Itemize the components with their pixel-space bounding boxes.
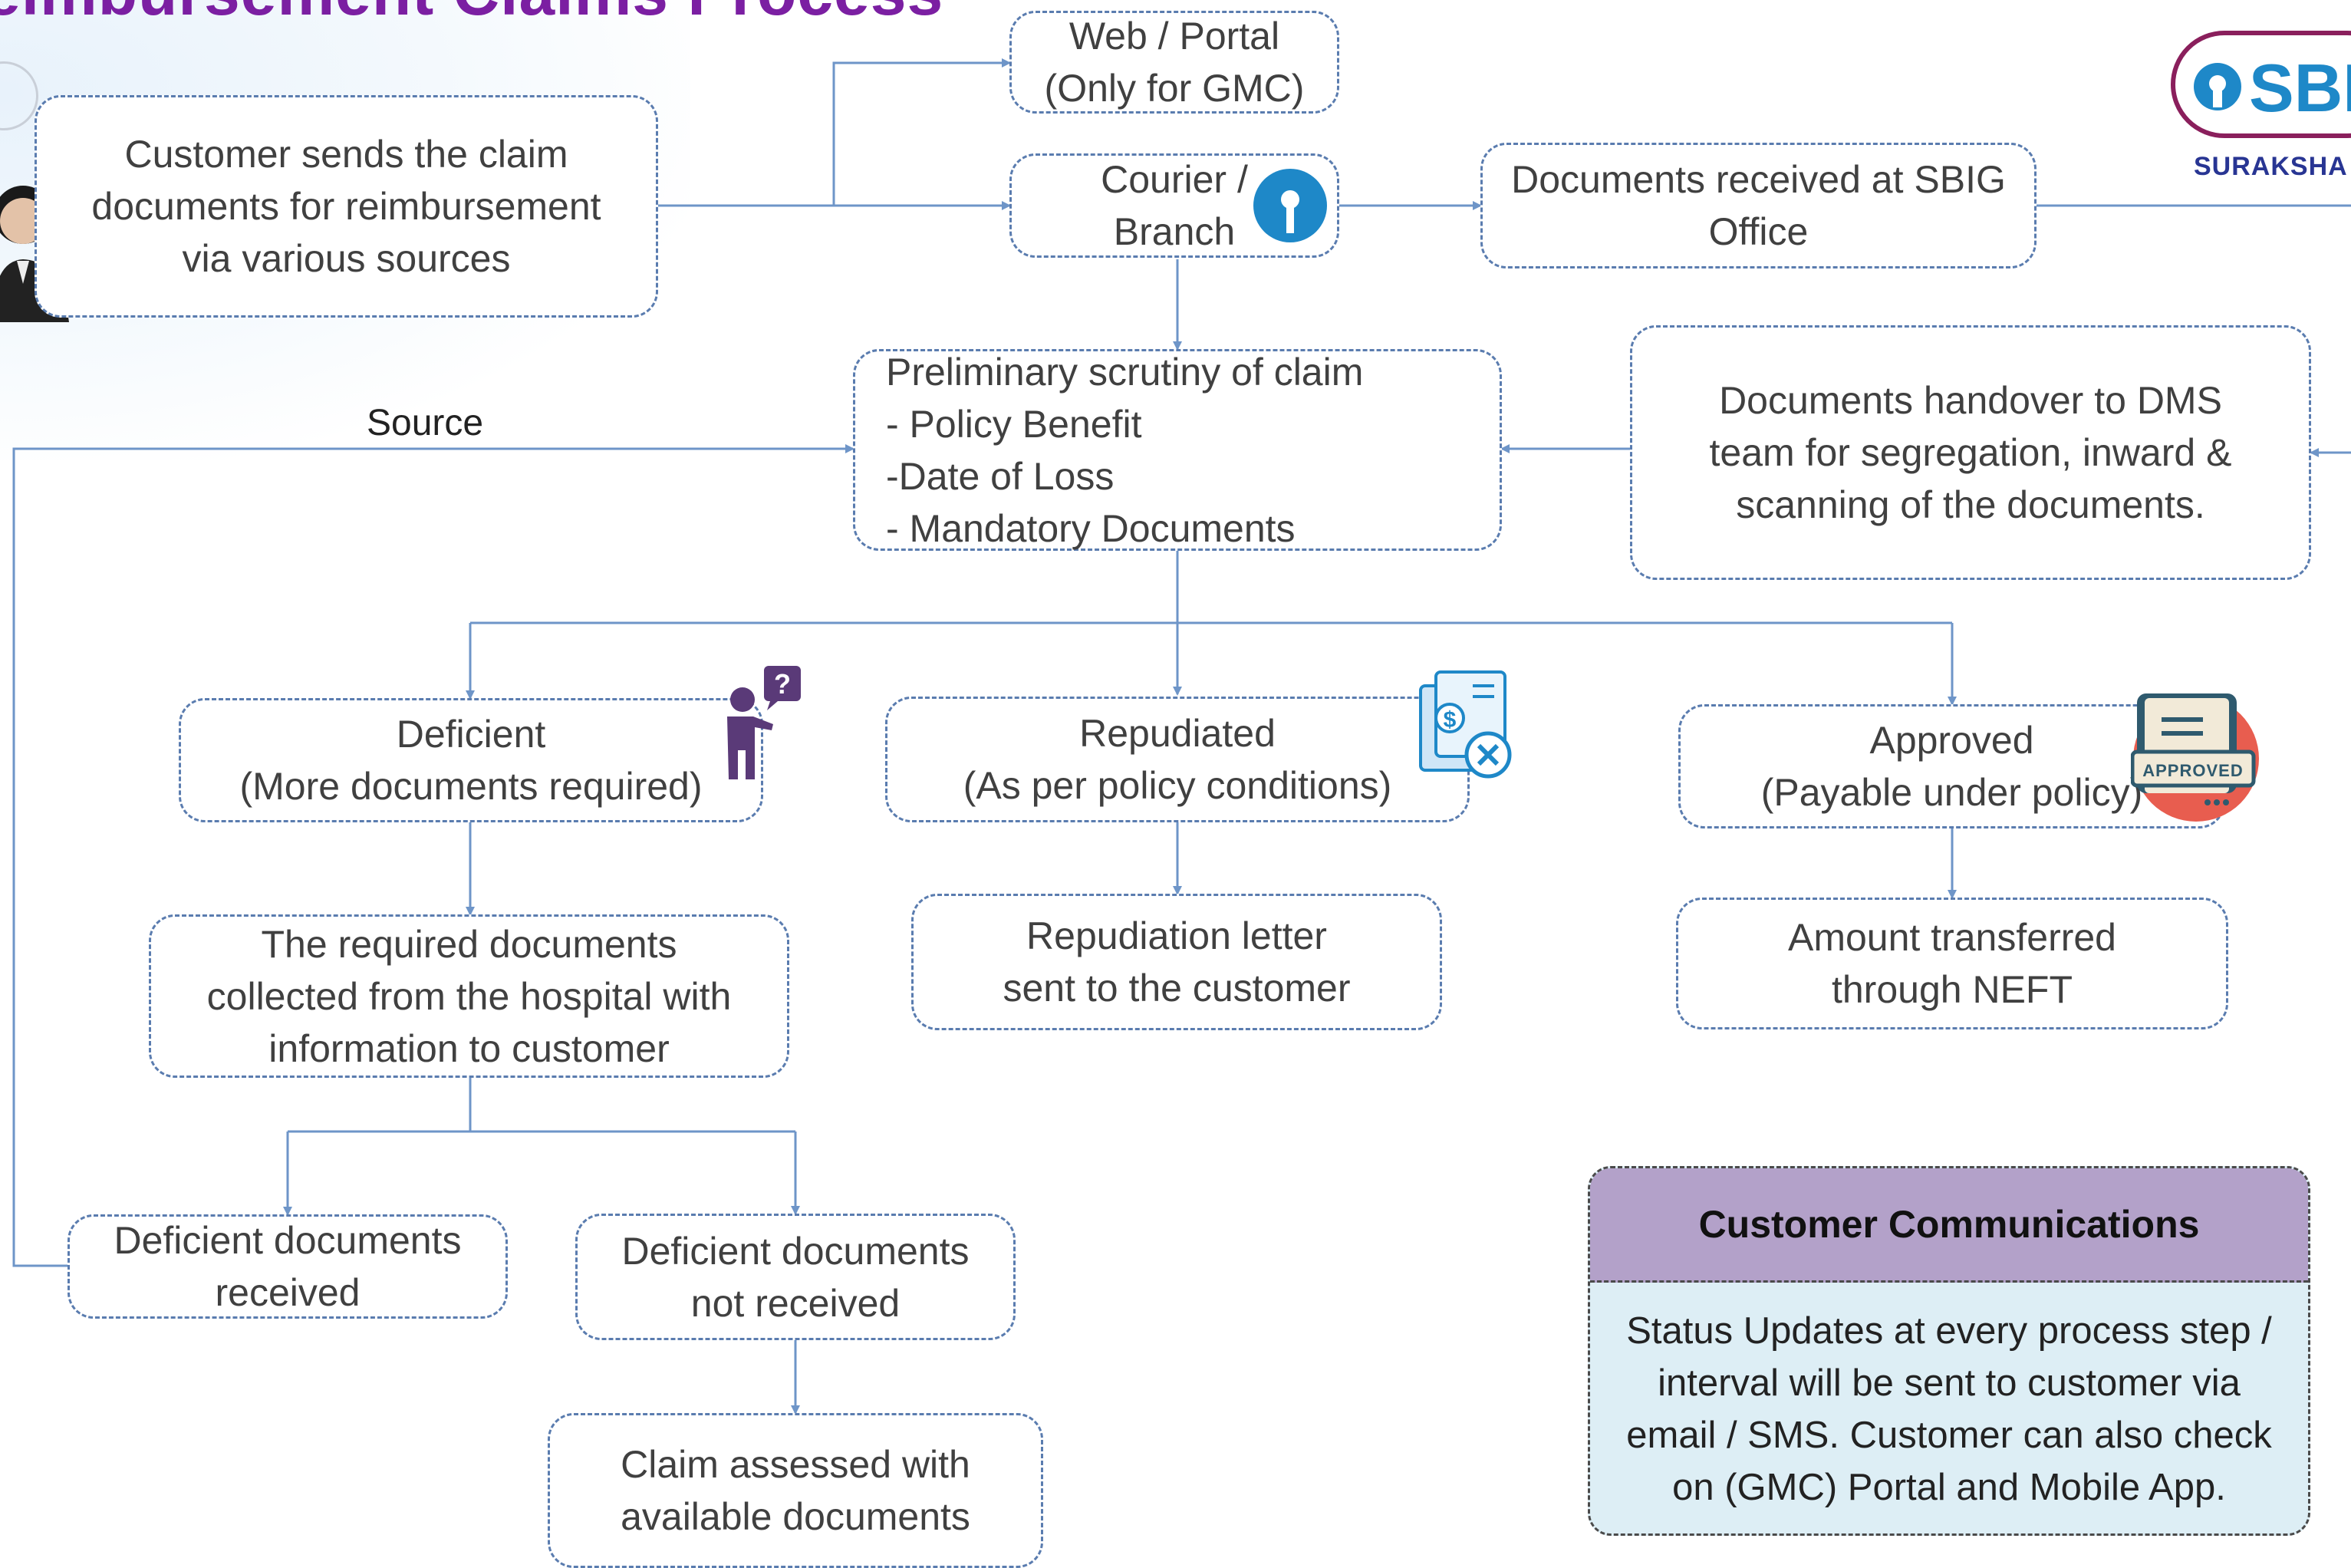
sbi-keyhole-icon	[1253, 169, 1327, 242]
node-text: collected from the hospital with	[206, 974, 732, 1018]
communications-body: Status Updates at every process step / i…	[1590, 1283, 2308, 1533]
node-text: through NEFT	[1831, 968, 2073, 1011]
node-text: Web / Portal	[1068, 15, 1280, 58]
communications-header: Customer Communications	[1590, 1168, 2308, 1283]
connector-source-loop	[12, 444, 854, 1267]
node-text: scanning of the documents.	[1736, 483, 2205, 526]
node-text: Repudiated	[1079, 712, 1276, 755]
node-text: Preliminary scrutiny of claim	[886, 350, 1364, 394]
person-question-icon: ?	[727, 666, 801, 779]
node-text: Courier /	[1101, 158, 1248, 201]
node-deficient-not-received: Deficient documents not received	[575, 1214, 1016, 1340]
node-text: (More documents required)	[239, 765, 703, 808]
node-text: sent to the customer	[1003, 967, 1351, 1010]
approved-stamp-text: APPROVED	[2142, 761, 2244, 780]
node-text: Claim assessed with	[621, 1443, 970, 1486]
communications-line: interval will be sent to customer via	[1658, 1362, 2241, 1404]
sbi-logo: SBI SURAKSHA	[2171, 31, 2351, 181]
approved-stamp-graphic	[2131, 693, 2259, 822]
communications-line: email / SMS. Customer can also check	[1626, 1415, 2272, 1456]
node-text: documents for reimbursement	[91, 185, 601, 228]
source-label: Source	[367, 403, 484, 443]
node-dms-handover: Documents handover to DMS team for segre…	[1630, 325, 2311, 580]
node-text: team for segregation, inward &	[1709, 431, 2232, 474]
node-text: The required documents	[261, 922, 677, 966]
node-text: - Mandatory Documents	[886, 506, 1296, 550]
node-text: via various sources	[182, 237, 511, 280]
svg-text:$: $	[1444, 707, 1457, 733]
node-text: Branch	[1113, 210, 1236, 253]
node-customer-sends: Customer sends the claim documents for r…	[35, 95, 658, 318]
node-text: information to customer	[268, 1026, 670, 1070]
node-amount-transferred: Amount transferred through NEFT	[1676, 898, 2228, 1029]
node-preliminary-scrutiny: Preliminary scrutiny of claim - Policy B…	[853, 349, 1502, 551]
node-deficient: Deficient (More documents required)	[179, 698, 763, 822]
node-text: Office	[1708, 210, 1809, 253]
customer-communications-panel: Customer Communications Status Updates a…	[1588, 1166, 2310, 1536]
node-claim-assessed: Claim assessed with available documents	[548, 1413, 1043, 1568]
node-text: -Date of Loss	[886, 454, 1115, 498]
node-text: Deficient documents	[114, 1219, 462, 1262]
communications-line: on (GMC) Portal and Mobile App.	[1672, 1467, 2226, 1508]
node-repudiation-letter: Repudiation letter sent to the customer	[911, 894, 1442, 1030]
node-text: (As per policy conditions)	[963, 764, 1392, 807]
node-text: received	[215, 1271, 361, 1314]
communications-line: Status Updates at every process step /	[1626, 1310, 2272, 1352]
node-text: Documents handover to DMS	[1719, 379, 2222, 422]
logo-pill	[2171, 31, 2351, 138]
node-text: Approved	[1869, 719, 2034, 762]
node-text: (Only for GMC)	[1044, 67, 1305, 110]
node-text: (Payable under policy)	[1760, 771, 2143, 814]
logo-brand: SBI	[2249, 50, 2351, 126]
node-text: - Policy Benefit	[886, 402, 1142, 446]
node-text: Documents received at SBIG	[1511, 158, 2006, 201]
connector-to-web	[832, 58, 1011, 206]
node-text: Repudiation letter	[1026, 914, 1327, 957]
node-text: Customer sends the claim	[124, 133, 568, 176]
node-text: Deficient	[396, 713, 546, 756]
node-deficient-received: Deficient documents received	[68, 1214, 508, 1319]
node-repudiated: Repudiated (As per policy conditions)	[885, 697, 1470, 822]
node-text: not received	[690, 1281, 901, 1325]
approved-stamp-icon: APPROVED	[2131, 686, 2261, 824]
svg-text:?: ?	[774, 668, 791, 700]
document-reject-icon: $	[1419, 670, 1512, 779]
node-text: available documents	[621, 1495, 970, 1538]
node-text: Amount transferred	[1788, 916, 2116, 959]
sbi-keyhole-icon	[2194, 63, 2241, 110]
logo-subtitle: SURAKSHA	[2194, 152, 2348, 181]
node-required-documents: The required documents collected from th…	[149, 914, 789, 1078]
node-web-portal: Web / Portal (Only for GMC)	[1009, 11, 1339, 114]
page-title: eimbursement Claims Process	[0, 0, 943, 30]
node-approved: Approved (Payable under policy)	[1678, 704, 2225, 828]
node-text: Deficient documents	[621, 1229, 970, 1273]
node-docs-received: Documents received at SBIG Office	[1480, 143, 2037, 268]
